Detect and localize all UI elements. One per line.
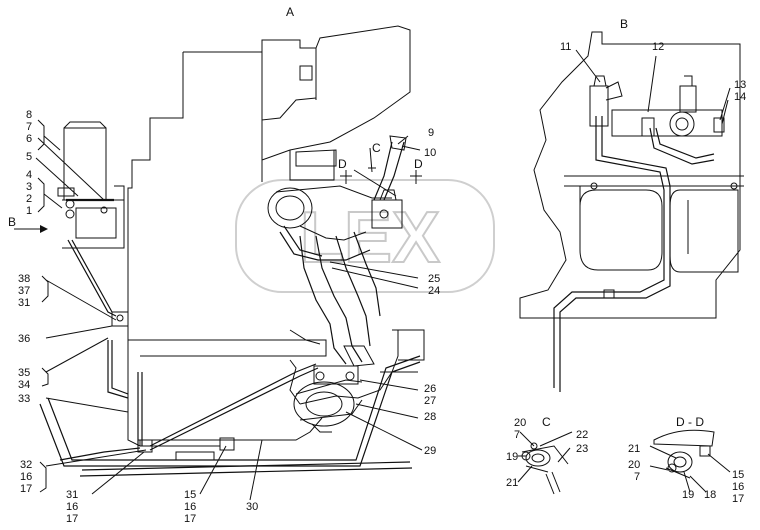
callout-29: 29	[424, 445, 436, 457]
callout-27: 27	[424, 395, 436, 407]
callout-2: 2	[26, 193, 32, 205]
pump-assembly	[267, 135, 422, 433]
callout-19-d: 19	[682, 489, 694, 501]
callout-12: 12	[652, 41, 664, 53]
callout-21-c: 21	[506, 477, 518, 489]
callout-34: 34	[18, 379, 30, 391]
callout-14: 14	[734, 91, 746, 103]
callout-17-c: 17	[184, 513, 196, 525]
callout-17-d: 17	[732, 493, 744, 505]
callout-7: 7	[26, 121, 32, 133]
callout-16-d: 16	[732, 481, 744, 493]
fuel-lines	[39, 340, 421, 477]
callout-23: 23	[576, 443, 588, 455]
callout-6: 6	[26, 133, 32, 145]
section-c-detail	[521, 442, 569, 495]
watermark-text: LEX	[300, 198, 440, 278]
callout-17-left: 17	[20, 483, 32, 495]
callout-numbers: 8 7 6 5 4 3 2 1 9 10 11 12 13 14 38 37 3…	[18, 41, 746, 525]
callout-32: 32	[20, 459, 32, 471]
callout-4: 4	[26, 169, 32, 181]
cut-d-right-label: D	[414, 157, 423, 171]
callout-16-left: 16	[20, 471, 32, 483]
callout-16-b: 16	[66, 501, 78, 513]
fuel-filter	[57, 121, 129, 327]
callout-18: 18	[704, 489, 716, 501]
callout-19-c: 19	[506, 451, 518, 463]
section-dd-title: D - D	[676, 415, 704, 429]
callout-9: 9	[428, 127, 434, 139]
callout-31-bottom: 31	[66, 489, 78, 501]
callout-5: 5	[26, 151, 32, 163]
arrow-b-label: B	[8, 215, 16, 229]
callout-38: 38	[18, 273, 30, 285]
callout-21-d: 21	[628, 443, 640, 455]
leader-lines	[35, 49, 731, 501]
callout-7-c: 7	[514, 429, 520, 441]
callout-17-b: 17	[66, 513, 78, 525]
callout-20-d: 20	[628, 459, 640, 471]
section-dd-detail	[653, 429, 715, 479]
callout-10: 10	[424, 147, 436, 159]
callout-35: 35	[18, 367, 30, 379]
callout-25: 25	[428, 273, 440, 285]
view-b-title: B	[620, 17, 628, 31]
callout-31-top: 31	[18, 297, 30, 309]
callout-36: 36	[18, 333, 30, 345]
callout-15-a: 15	[184, 489, 196, 501]
callout-26: 26	[424, 383, 436, 395]
callout-15-d: 15	[732, 469, 744, 481]
callout-1: 1	[26, 205, 32, 217]
callout-33: 33	[18, 393, 30, 405]
cut-d-left-label: D	[338, 157, 347, 171]
callout-11: 11	[560, 41, 571, 53]
view-a-title: A	[286, 5, 294, 19]
watermark: LEX	[235, 179, 495, 293]
callout-13: 13	[734, 79, 746, 91]
callout-37: 37	[18, 285, 30, 297]
callout-8: 8	[26, 109, 32, 121]
callout-7-d: 7	[634, 471, 640, 483]
view-arrow-b: B	[8, 215, 48, 233]
section-c-title: C	[542, 415, 551, 429]
cut-c-label: C	[372, 141, 381, 155]
callout-16-c: 16	[184, 501, 196, 513]
callout-3: 3	[26, 181, 32, 193]
callout-28: 28	[424, 411, 436, 423]
callout-20-c: 20	[514, 417, 526, 429]
callout-30: 30	[246, 501, 258, 513]
view-b-frame	[519, 31, 744, 392]
callout-24: 24	[428, 285, 440, 297]
callout-22: 22	[576, 429, 588, 441]
